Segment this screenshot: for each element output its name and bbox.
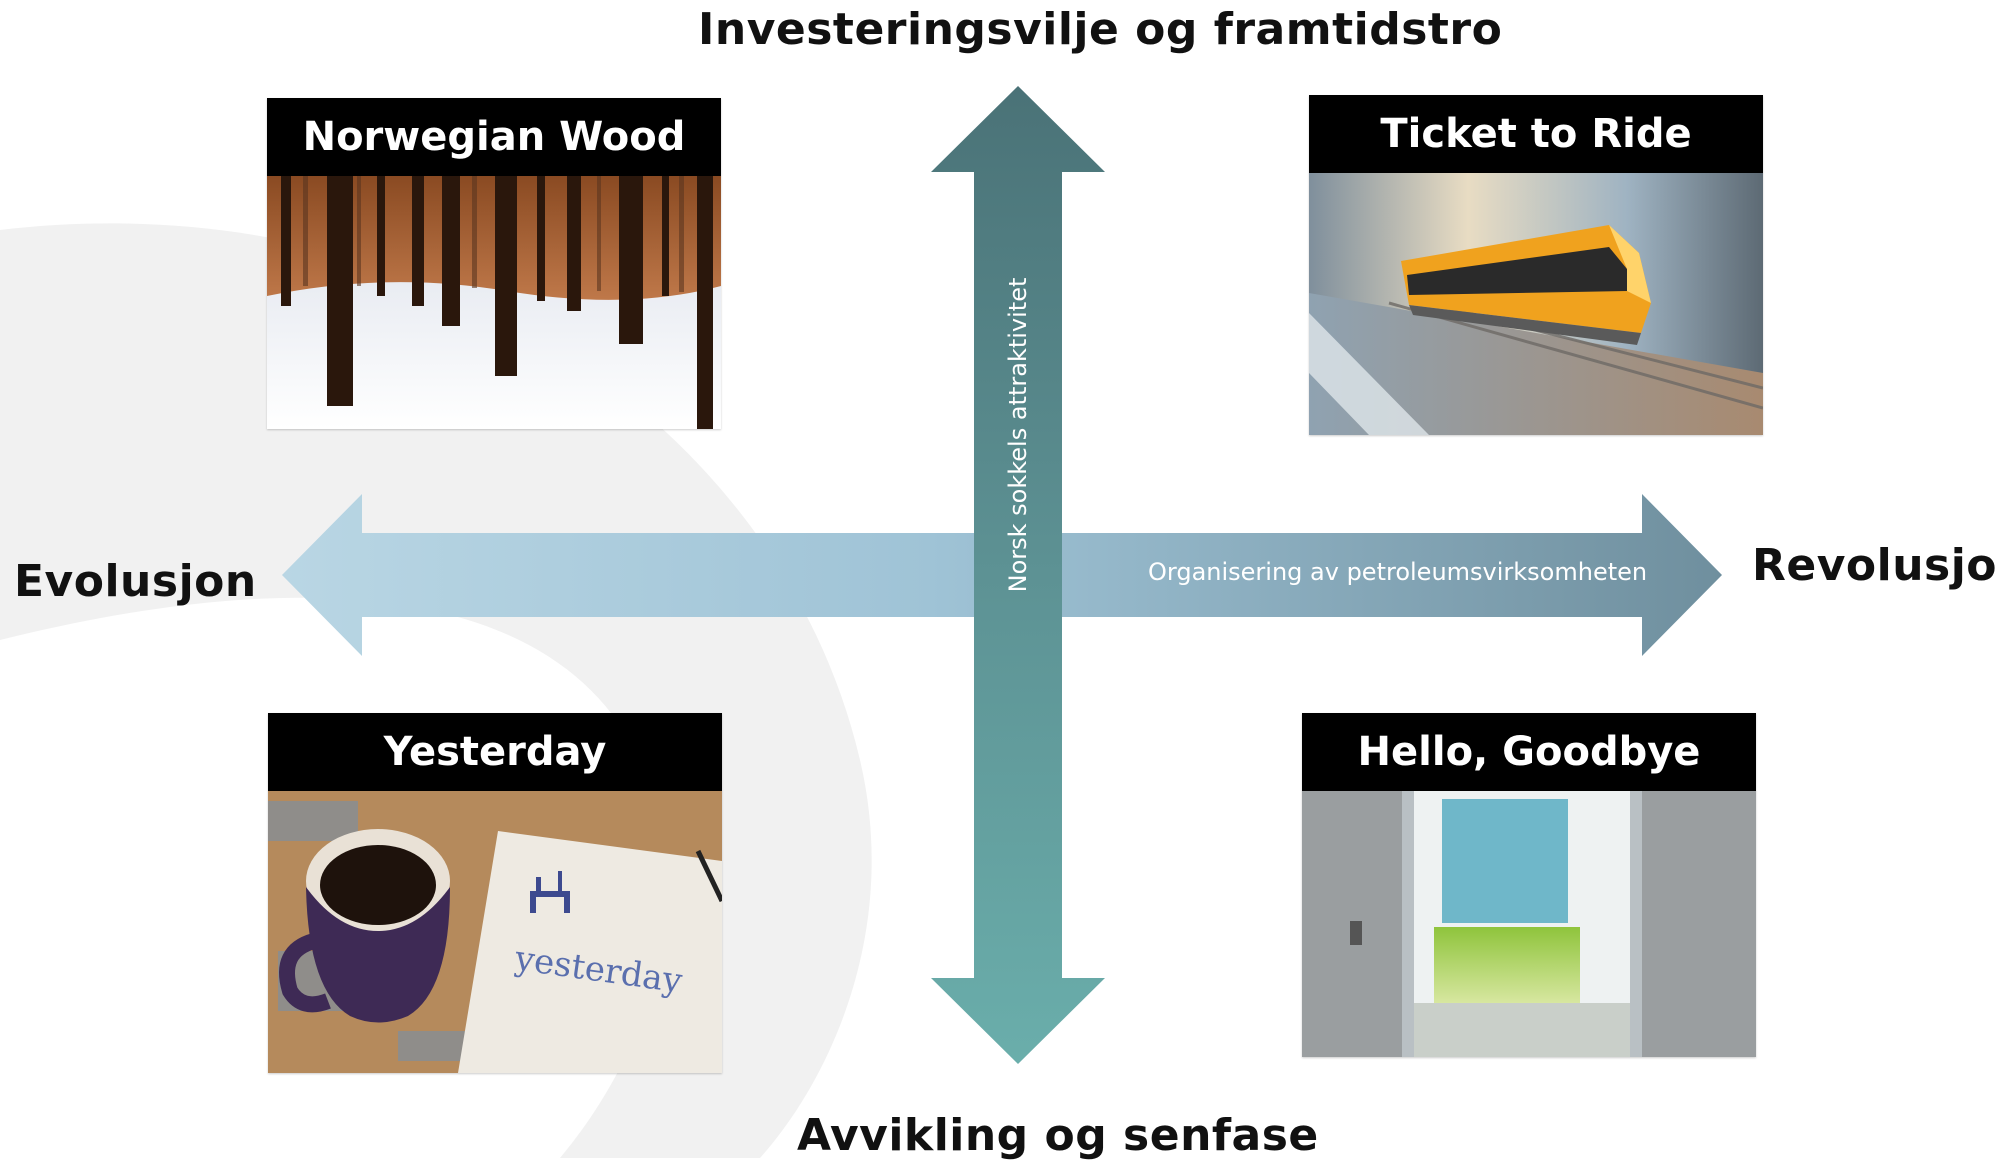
coffee-cup-image: yesterday [268,791,722,1073]
quadrant-title: Yesterday [383,729,607,775]
quadrant-title: Ticket to Ride [1380,111,1692,157]
axis-label-left: Evolusjon [14,556,257,607]
quadrant-title: Norwegian Wood [302,114,686,160]
quadrant-hello-goodbye: Hello, Goodbye [1302,713,1756,1057]
quadrant-title: Hello, Goodbye [1357,729,1701,775]
quadrant-norwegian-wood: Norwegian Wood [267,98,721,429]
horizontal-axis-text: Organisering av petroleumsvirksomheten [1148,558,1648,586]
axis-label-top: Investeringsvilje og framtidstro [698,4,1503,55]
axis-label-right: Revolusjon [1752,540,1998,591]
vertical-arrow [931,86,1105,1064]
train-image [1309,173,1763,435]
snowy-forest-image [267,176,721,429]
quadrant-ticket-to-ride: Ticket to Ride [1309,95,1763,435]
vertical-axis-text: Norsk sokkels attraktivitet [1004,277,1032,593]
quadrant-yesterday: Yesterday yesterday [268,713,722,1073]
axis-label-bottom: Avvikling og senfase [797,1110,1319,1161]
elevator-image [1302,791,1756,1057]
